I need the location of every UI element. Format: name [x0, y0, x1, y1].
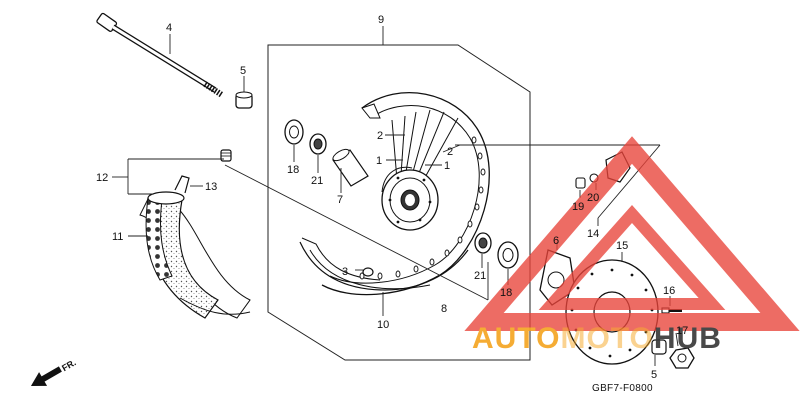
callout-14: 14 [587, 228, 599, 240]
bearing-left [309, 133, 327, 155]
assembly-outline [267, 44, 531, 361]
axle-collar [235, 91, 253, 109]
axle-shaft [96, 12, 224, 98]
watermark-text-2: MOTO [560, 322, 653, 355]
svg-text:AUTOMOTOHUB: AUTOMOTOHUB [472, 322, 722, 355]
callout-20: 20 [587, 192, 599, 204]
dust-seal-right [497, 241, 519, 269]
direction-label: FR. [60, 357, 78, 373]
callout-1-left: 1 [376, 155, 382, 167]
distance-collar [332, 148, 369, 187]
callout-6: 6 [553, 235, 559, 247]
callout-8: 8 [441, 303, 447, 315]
watermark-text-3: HUB [654, 322, 722, 355]
callout-19: 19 [572, 201, 584, 213]
watermark: AUTOMOTOHUB [464, 136, 800, 355]
callout-3: 3 [342, 266, 348, 278]
callout-2-right: 2 [447, 146, 453, 158]
wheel-hub [381, 166, 439, 231]
dust-seal-left [284, 119, 304, 145]
watermark-text-1: AUTO [472, 322, 560, 355]
callout-7: 7 [337, 194, 343, 206]
tire [139, 191, 251, 319]
valve-nut [362, 267, 374, 277]
callout-17: 17 [676, 325, 688, 337]
wheel-rim [299, 91, 490, 296]
watermark-logo [464, 136, 800, 331]
valve-cap [220, 149, 232, 162]
callout-10: 10 [377, 319, 389, 331]
callout-9: 9 [378, 14, 384, 26]
front-direction-arrow: FR. [30, 357, 78, 386]
callout-18-right: 18 [500, 287, 512, 299]
callout-11: 11 [112, 231, 123, 243]
callout-12: 12 [96, 172, 108, 184]
callout-21-left: 21 [311, 175, 323, 187]
callout-5-left: 5 [240, 65, 246, 77]
collar-right [651, 339, 667, 355]
callouts: 4 5 9 12 13 11 18 21 7 2 2 1 1 3 10 8 21… [96, 14, 688, 381]
callout-16: 16 [663, 285, 675, 297]
callout-21-right: 21 [474, 270, 486, 282]
callout-2-left: 2 [377, 130, 383, 142]
figure-code: GBF7-F0800 [592, 383, 653, 394]
axle-nut [669, 347, 695, 369]
callout-18-left: 18 [287, 164, 299, 176]
callout-4: 4 [166, 22, 172, 34]
bearing-right [474, 232, 492, 254]
callout-5-right: 5 [651, 369, 657, 381]
callout-1-right: 1 [444, 160, 450, 172]
callout-15: 15 [616, 240, 628, 252]
callout-13: 13 [205, 181, 217, 193]
rim-band [174, 175, 190, 194]
